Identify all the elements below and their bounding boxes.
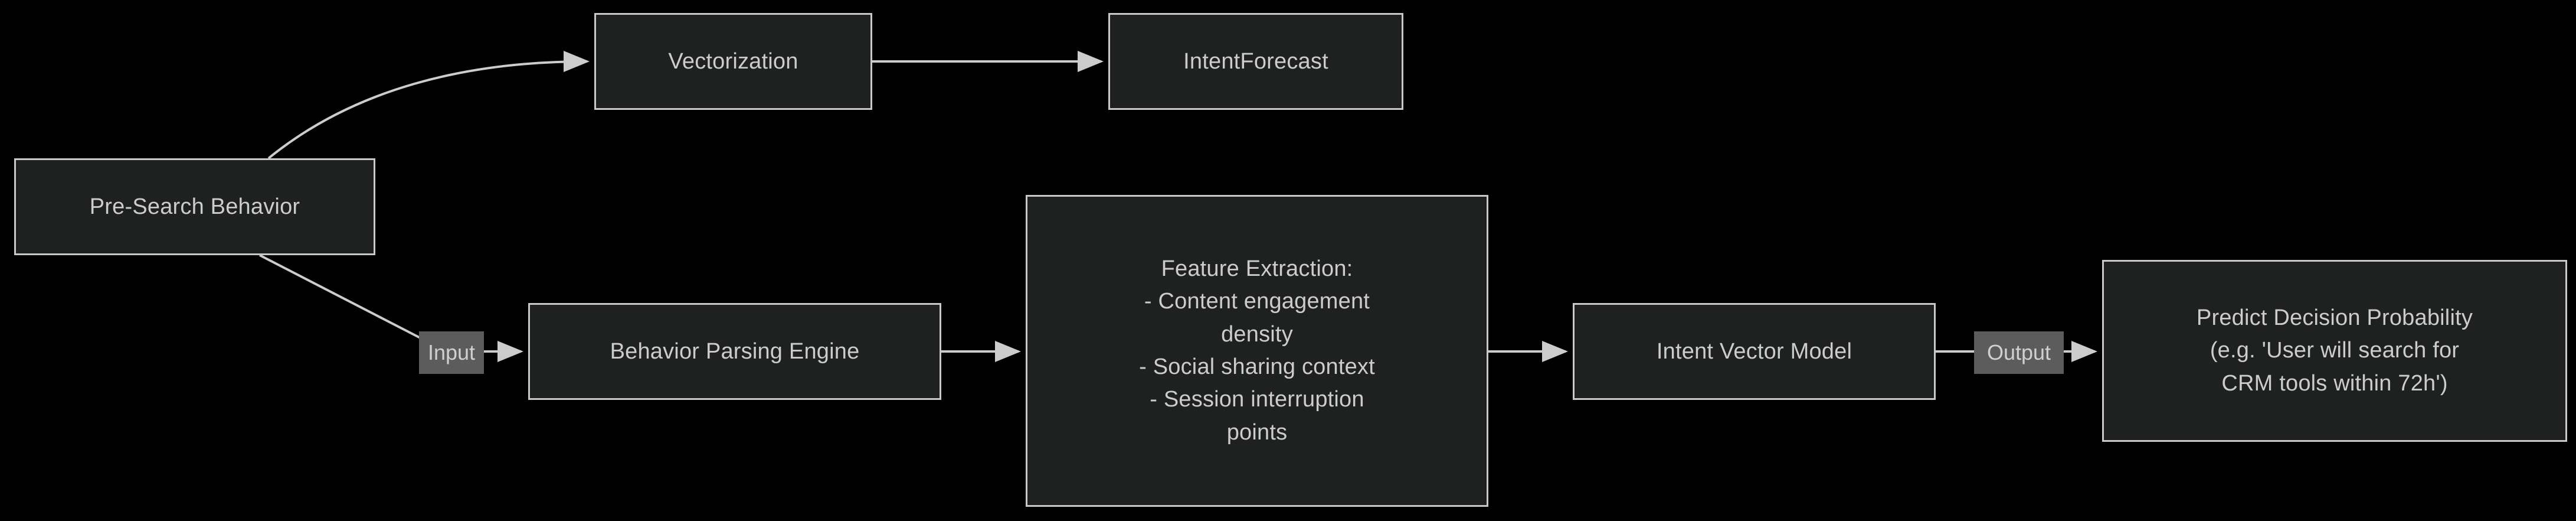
edge-presearch-to-vectorization: [267, 51, 590, 159]
node-pre-search-behavior[interactable]: Pre-Search Behavior: [14, 158, 375, 255]
node-label-vectorization: Vectorization: [668, 49, 798, 74]
node-intent-vector-model[interactable]: Intent Vector Model: [1573, 303, 1936, 400]
edge-label-output: Output: [1974, 331, 2064, 374]
node-predict-decision-probability[interactable]: Predict Decision Probability (e.g. 'User…: [2102, 260, 2567, 442]
node-label-behavior-parsing-engine: Behavior Parsing Engine: [610, 339, 860, 364]
node-label-pre-search-behavior: Pre-Search Behavior: [89, 194, 300, 219]
node-label-intent-forecast: IntentForecast: [1183, 49, 1328, 74]
node-intent-forecast[interactable]: IntentForecast: [1108, 13, 1403, 110]
edge-label-input: Input: [419, 331, 484, 374]
node-vectorization[interactable]: Vectorization: [594, 13, 872, 110]
edge-label-text-input: Input: [427, 340, 476, 364]
node-label-intent-vector-model: Intent Vector Model: [1656, 339, 1852, 364]
node-label-feature-extraction: Feature Extraction: - Content engagement…: [1139, 256, 1375, 445]
edge-presearch-to-input: [259, 254, 421, 339]
node-label-predict-decision-probability: Predict Decision Probability (e.g. 'User…: [2196, 305, 2473, 396]
node-feature-extraction[interactable]: Feature Extraction: - Content engagement…: [1026, 195, 1488, 507]
node-behavior-parsing-engine[interactable]: Behavior Parsing Engine: [528, 303, 941, 400]
edge-label-text-output: Output: [1986, 340, 2051, 364]
